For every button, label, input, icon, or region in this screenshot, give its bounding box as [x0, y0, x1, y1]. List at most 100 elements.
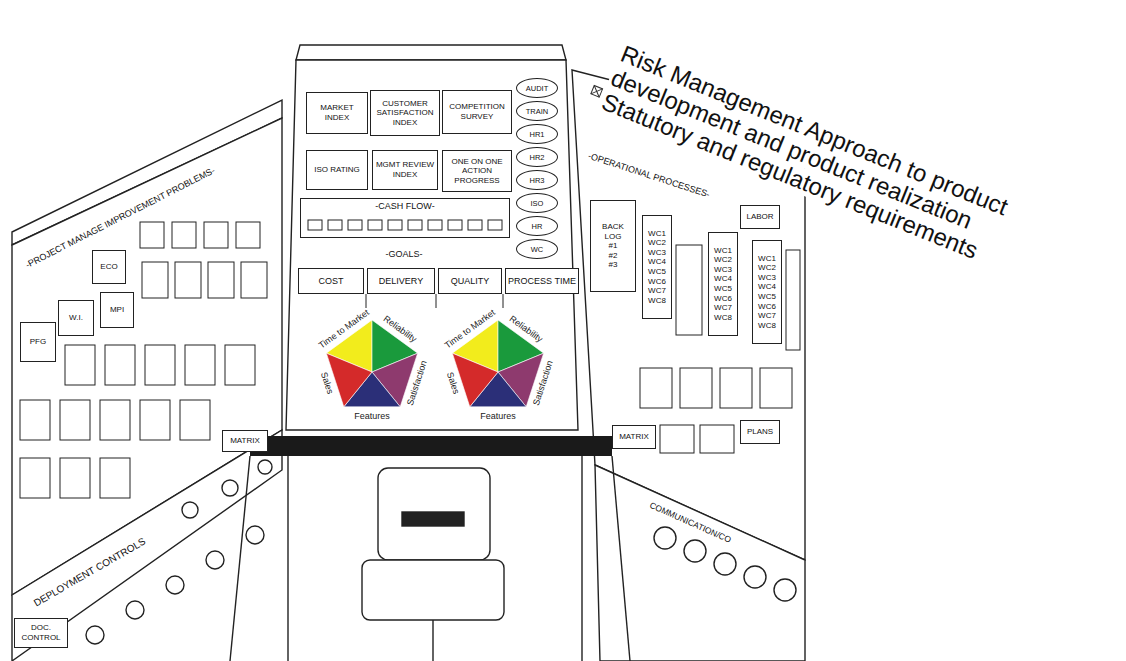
node-text: ISO RATING	[314, 165, 360, 175]
cash-flow-cell	[368, 220, 382, 230]
node-text: PLANS	[747, 427, 773, 437]
left-panel-gauge	[241, 262, 267, 298]
indicator-light: AUDIT	[516, 78, 558, 98]
panel-outline	[12, 430, 282, 661]
left-panel-gauge	[65, 345, 95, 385]
indicator-light: ISO	[516, 193, 558, 213]
panel-outline	[296, 45, 566, 60]
deployment-knob	[126, 601, 144, 619]
left-panel-gauge	[140, 400, 170, 440]
left-panel-gauge	[208, 262, 234, 298]
goal-box: DELIVERY	[367, 268, 435, 294]
cash-flow-cell	[448, 220, 462, 230]
left-panel-gauge	[60, 400, 90, 440]
node-text: DELIVERY	[379, 276, 423, 287]
left-panel-gauge	[185, 345, 215, 385]
indicator-light: WC	[516, 239, 558, 259]
pilot-chair	[402, 512, 464, 526]
communication-button	[714, 553, 736, 575]
node-text: MATRIX	[230, 436, 260, 446]
goal-column	[366, 294, 503, 308]
left-panel-gauge	[142, 262, 168, 298]
node-text: #3	[609, 260, 618, 270]
goal-box: QUALITY	[438, 268, 502, 294]
cash-flow-cell	[488, 220, 502, 230]
process-box: PLANS	[740, 420, 780, 444]
right-panel-gauge	[680, 368, 712, 408]
problem-box: PFG	[20, 322, 56, 362]
indicator-box: ONE ON ONE ACTION PROGRESS	[442, 150, 512, 192]
chart-axis-label: Satisfaction	[405, 357, 430, 408]
goal-column	[503, 294, 504, 308]
right-panel-gauge	[760, 368, 792, 408]
floor-line	[581, 456, 582, 661]
chart-axis-label: Sales	[443, 369, 461, 397]
node-text: TRAIN	[526, 107, 549, 116]
bullet-icon	[591, 85, 603, 97]
pentagon-chart	[452, 353, 498, 407]
node-text: MPI	[110, 305, 124, 315]
matrix-box: MATRIX	[612, 425, 656, 449]
left-panel-gauge	[20, 458, 50, 498]
left-panel-gauge	[145, 345, 175, 385]
left-panel-gauge	[175, 262, 201, 298]
deployment-knob	[206, 551, 224, 569]
pilot-chair	[362, 468, 504, 661]
deployment-knob	[166, 576, 184, 594]
chart-axis-label: Sales	[317, 369, 335, 397]
node-text: #2	[609, 251, 618, 261]
left-panel-gauge	[172, 222, 196, 248]
pentagon-chart	[326, 320, 543, 407]
node-text: AUDIT	[526, 84, 549, 93]
cash-flow-cell	[328, 220, 342, 230]
right-panel-gauge	[640, 368, 672, 408]
floor-line	[287, 456, 288, 661]
cash-flow-cell	[308, 220, 502, 230]
left-panel-gauge	[225, 345, 255, 385]
panel-title: -OPERATIONAL PROCESSES-	[585, 150, 713, 200]
work-center-column: WC1 WC2 WC3 WC4 WC5 WC6 WC7 WC8	[752, 240, 782, 344]
node-text: MARKET INDEX	[309, 103, 365, 122]
floor-line	[230, 456, 630, 661]
communication-button	[684, 540, 706, 562]
left-panel-gauge	[20, 222, 267, 498]
deployment-knob	[182, 502, 198, 518]
left-panel-gauge	[100, 400, 130, 440]
cash-flow-cell	[348, 220, 362, 230]
pilot-chair	[378, 468, 490, 560]
backlog-panel: BACK LOG#1#2#3	[590, 200, 636, 292]
node-text: HR2	[529, 153, 544, 162]
right-panel-gauge	[700, 425, 734, 453]
deployment-knob	[86, 626, 104, 644]
pilot-chair	[432, 620, 433, 661]
console-band	[250, 436, 612, 456]
left-panel-gauge	[20, 400, 50, 440]
node-text: COST	[318, 276, 343, 287]
communication-button	[774, 579, 796, 601]
right-panel-gauge	[660, 425, 694, 453]
indicator-box: COMPETITION SURVEY	[442, 90, 512, 134]
process-box: LABOR	[740, 205, 780, 229]
work-center-column: WC1 WC2 WC3 WC4 WC5 WC6 WC7 WC8	[708, 232, 738, 336]
problem-box: W.I.	[58, 300, 94, 336]
node-text: BACK LOG	[593, 222, 633, 241]
annotation-text: Risk Management Approach to product deve…	[606, 40, 1074, 270]
node-text: LABOR	[746, 212, 773, 222]
indicator-light: HR1	[516, 124, 558, 144]
left-panel-gauge	[236, 222, 260, 248]
floor-line	[612, 456, 630, 661]
problem-box: MPI	[100, 292, 134, 328]
right-panel-gauge	[676, 245, 702, 335]
panel-title: -GOALS-	[383, 249, 424, 259]
panel-title: COMMUNICATION/CO	[646, 500, 734, 546]
goal-column	[436, 294, 437, 308]
cash-flow-cell	[428, 220, 442, 230]
chart-axis-label: Features	[478, 411, 518, 421]
node-text: HR	[532, 222, 543, 231]
pentagon-backdrop	[436, 312, 564, 424]
pentagon-backdrop	[308, 312, 436, 424]
communication-button	[654, 527, 676, 549]
chart-axis-label: Reliability	[506, 313, 546, 346]
right-panel-gauge	[720, 368, 752, 408]
